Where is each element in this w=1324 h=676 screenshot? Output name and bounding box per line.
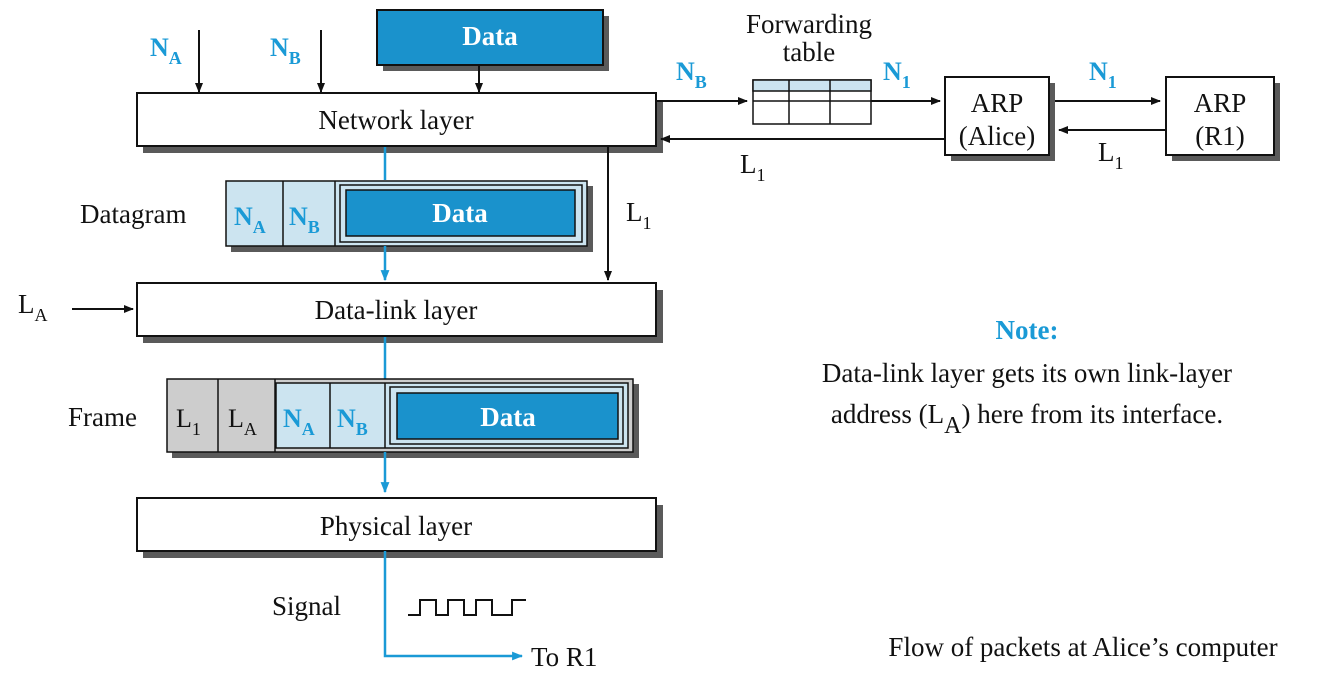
figure-caption: Flow of packets at Alice’s computer xyxy=(888,632,1277,662)
forwarding-table xyxy=(752,79,872,125)
nb-to-forwarding-arrow: NB xyxy=(657,57,748,105)
datalink-layer-box: Data-link layer xyxy=(136,282,663,343)
forwarding-table-title: Forwarding table xyxy=(746,9,872,67)
svg-text:ARP: ARP xyxy=(1194,88,1247,118)
svg-text:L1: L1 xyxy=(1098,137,1124,173)
l1-back-to-network-arrow: L1 xyxy=(660,135,945,185)
frame-packet: L1 LA NA NB Data xyxy=(166,378,639,458)
svg-text:NB: NB xyxy=(270,33,301,68)
svg-text:Data: Data xyxy=(480,402,536,432)
svg-text:NA: NA xyxy=(283,404,315,439)
arp-r1-box: ARP (R1) xyxy=(1165,76,1280,161)
nb-input: NB xyxy=(270,30,325,93)
svg-text:Data: Data xyxy=(432,198,488,228)
svg-text:NB: NB xyxy=(337,404,368,439)
output-arrow-to-r1 xyxy=(383,551,524,661)
svg-text:NA: NA xyxy=(234,202,266,237)
svg-text:Data-link layer gets its own l: Data-link layer gets its own link-layer xyxy=(822,358,1232,388)
svg-text:ARP: ARP xyxy=(971,88,1024,118)
svg-text:Network layer: Network layer xyxy=(318,105,473,135)
svg-text:N1: N1 xyxy=(883,57,911,92)
n1-arp-request-arrow: N1 xyxy=(1055,57,1161,105)
physical-layer-box: Physical layer xyxy=(136,497,663,558)
svg-text:LA: LA xyxy=(228,404,257,439)
frame-label: Frame xyxy=(68,402,137,432)
svg-text:NA: NA xyxy=(150,33,182,68)
n1-to-arp-alice-arrow: N1 xyxy=(871,57,941,105)
svg-text:Physical layer: Physical layer xyxy=(320,511,472,541)
data-input-box: Data xyxy=(376,9,609,93)
svg-text:(R1): (R1) xyxy=(1195,121,1245,151)
la-input: LA xyxy=(18,289,134,325)
svg-text:L1: L1 xyxy=(176,404,201,439)
arp-alice-box: ARP (Alice) xyxy=(944,76,1055,161)
svg-text:Data-link layer: Data-link layer xyxy=(315,295,478,325)
to-r1-label: To R1 xyxy=(531,642,597,672)
network-layer-box: Network layer xyxy=(136,92,663,153)
signal-label: Signal xyxy=(272,591,341,621)
svg-text:N1: N1 xyxy=(1089,57,1117,92)
svg-text:NB: NB xyxy=(289,202,320,237)
svg-text:(Alice): (Alice) xyxy=(959,121,1035,151)
na-input: NA xyxy=(150,30,203,93)
datagram-label: Datagram xyxy=(80,199,186,229)
note-block: Note: Data-link layer gets its own link-… xyxy=(822,315,1232,439)
svg-text:L1: L1 xyxy=(626,197,652,233)
svg-text:table: table xyxy=(783,37,835,67)
l1-arp-reply-arrow: L1 xyxy=(1058,126,1165,173)
svg-text:NB: NB xyxy=(676,57,707,92)
l1-down-arrow: L1 xyxy=(604,147,652,281)
svg-text:Forwarding: Forwarding xyxy=(746,9,872,39)
svg-text:Note:: Note: xyxy=(996,315,1059,345)
datagram-packet: NA NB Data xyxy=(225,180,593,252)
svg-text:address (LA) here from its int: address (LA) here from its interface. xyxy=(831,399,1223,439)
svg-text:LA: LA xyxy=(18,289,48,325)
signal-waveform-icon xyxy=(408,599,526,616)
svg-text:Data: Data xyxy=(462,21,518,51)
svg-text:L1: L1 xyxy=(740,149,766,185)
